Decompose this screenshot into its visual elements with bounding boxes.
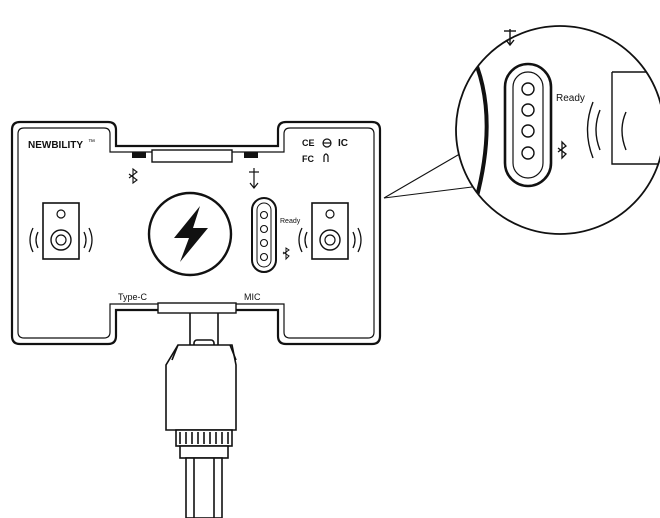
led-dot [521, 103, 535, 117]
led-dot [521, 124, 535, 138]
brand-trademark: ™ [88, 139, 95, 146]
weee-bin-icon [322, 138, 332, 148]
charging-arrow-icon [504, 29, 516, 47]
bluetooth-icon [282, 247, 290, 261]
zoom-callout: Ready [455, 25, 660, 235]
charging-arrow-icon [249, 168, 259, 189]
recycle-icon [323, 153, 329, 162]
lightning-bolt-icon [174, 206, 208, 262]
sound-wave-icon [298, 227, 362, 253]
led-dot [259, 224, 269, 234]
led-status-label: Ready [280, 218, 301, 225]
sound-wave-icon [29, 227, 93, 253]
led-dot [259, 252, 269, 262]
led-dot [259, 238, 269, 248]
port-label-type-c: Type-C [118, 292, 148, 302]
cert-ce: CE [302, 138, 315, 148]
bluetooth-icon [557, 140, 567, 160]
port-label-mic: MIC [244, 292, 261, 302]
stand [165, 304, 237, 518]
led-dot [521, 82, 535, 96]
speaker-right [311, 202, 349, 260]
led-dot [259, 210, 269, 220]
power-button[interactable] [147, 191, 233, 277]
cert-fc: FC [302, 154, 314, 164]
bluetooth-icon [128, 167, 138, 185]
led-dot [521, 146, 535, 160]
brand-name: NEWBILITY [28, 140, 83, 151]
speaker-left [42, 202, 80, 260]
led-indicator-zoomed [503, 62, 553, 188]
led-status-label-zoomed: Ready [556, 93, 585, 104]
cert-ic: IC [338, 138, 348, 149]
sound-wave-icon [586, 101, 627, 159]
led-indicator [251, 197, 277, 273]
